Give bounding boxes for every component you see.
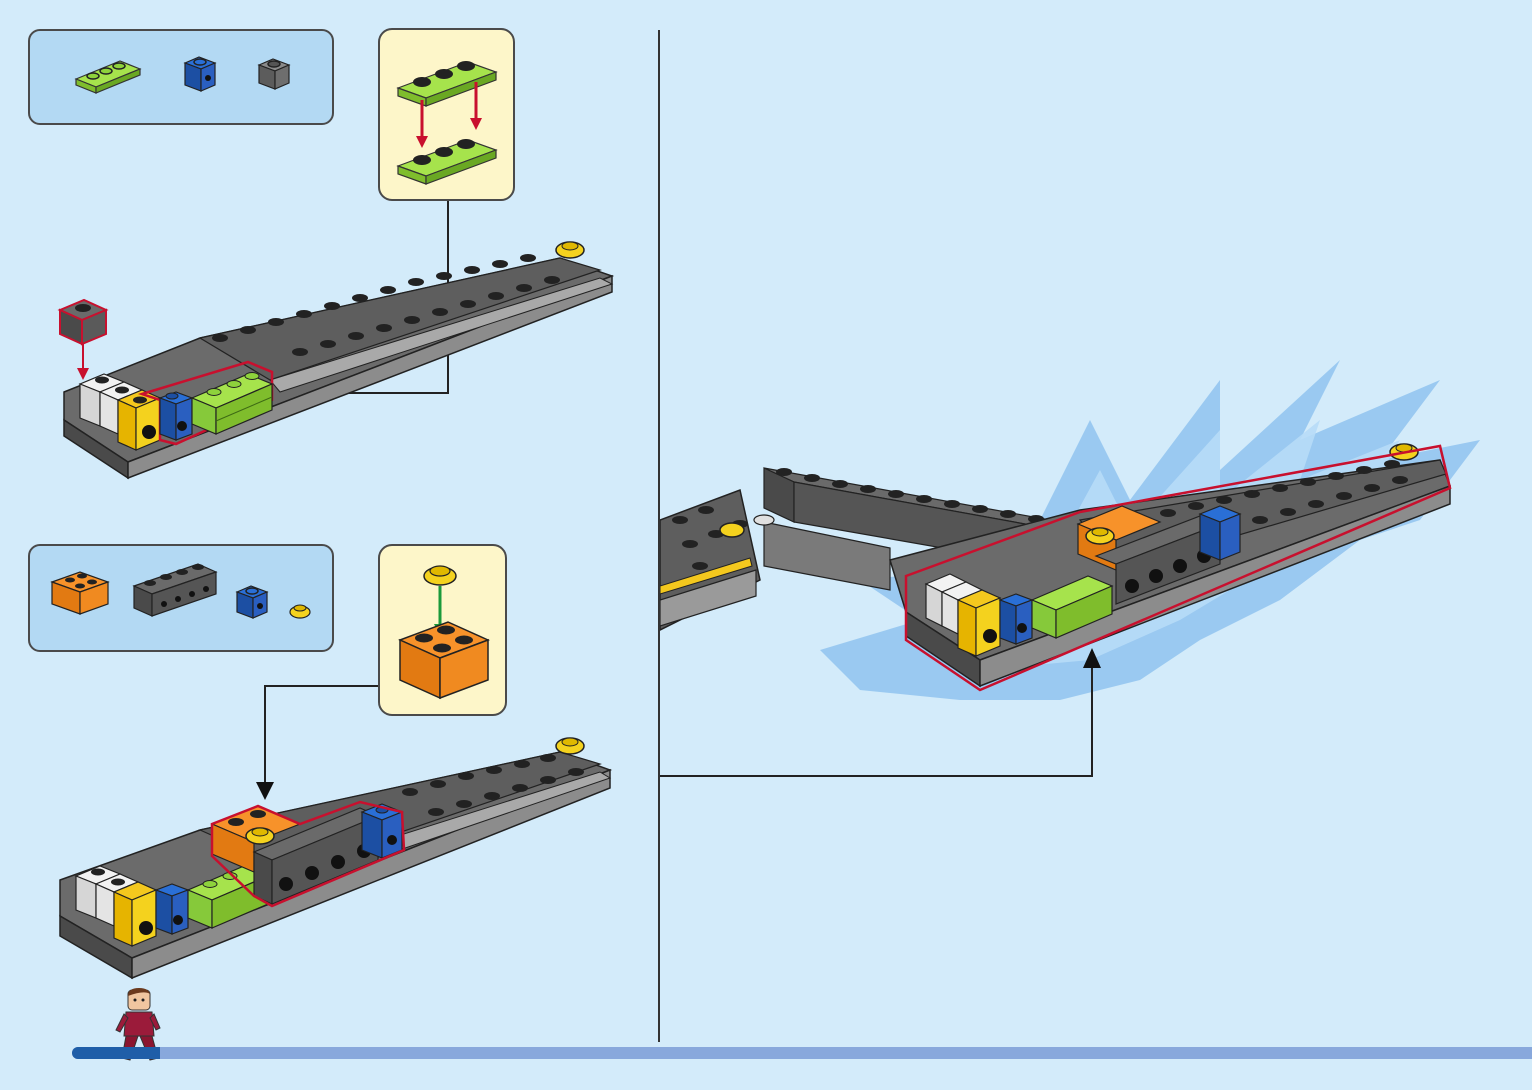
final-assembly-view [660, 0, 1532, 1000]
build-progress-bar [72, 1047, 1532, 1059]
build-progress-fill [72, 1047, 160, 1059]
